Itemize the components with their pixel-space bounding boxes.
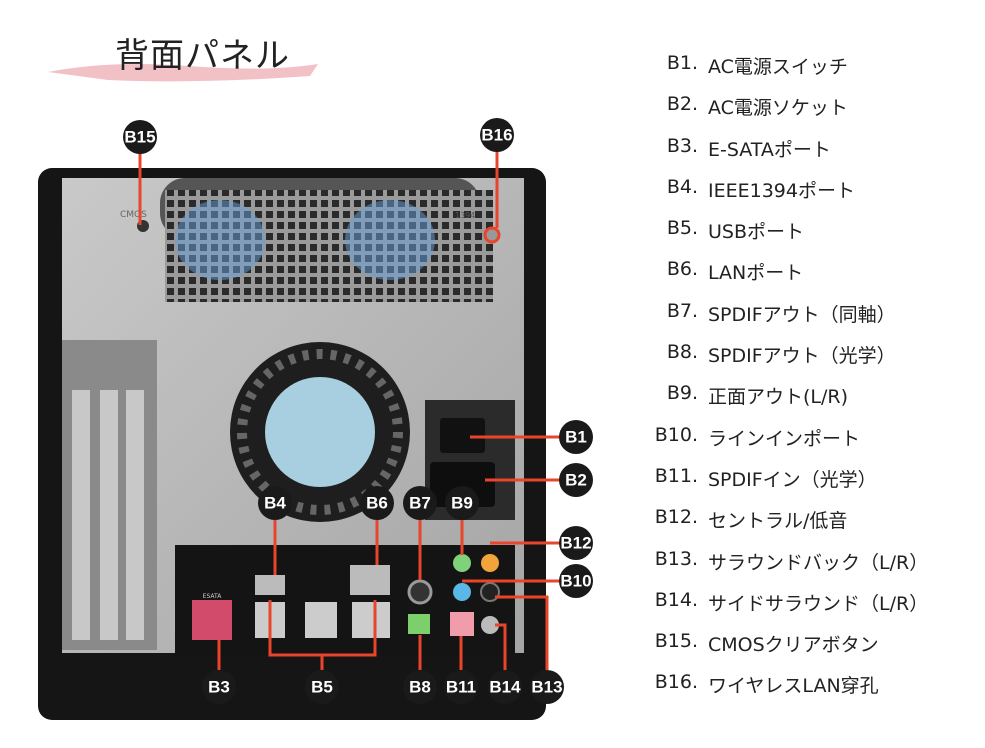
legend-item: B8. SPDIFアウト（光学） bbox=[640, 341, 980, 382]
legend-label: SPDIFアウト（光学） bbox=[708, 345, 896, 368]
svg-text:B5: B5 bbox=[311, 678, 333, 697]
legend-item: B11. SPDIFイン（光学） bbox=[640, 465, 980, 506]
svg-text:B11: B11 bbox=[446, 678, 476, 697]
legend-label: SPDIFイン（光学） bbox=[708, 468, 877, 491]
legend-id: B5. bbox=[666, 217, 698, 240]
callout-b3: B3 bbox=[202, 670, 236, 704]
legend-item: B15. CMOSクリアボタン bbox=[640, 630, 980, 671]
legend-id: B9. bbox=[666, 382, 698, 405]
title-brush-stroke bbox=[48, 64, 318, 82]
svg-text:B13: B13 bbox=[531, 678, 562, 697]
legend-label: LANポート bbox=[708, 262, 804, 285]
legend-label: サイドサラウンド（L/R） bbox=[708, 592, 929, 615]
callout-lines bbox=[138, 150, 560, 670]
callout-b13: B13 bbox=[530, 670, 564, 704]
legend-item: B16. ワイヤレスLAN穿孔 bbox=[640, 671, 980, 712]
legend-id: B15. bbox=[654, 630, 698, 653]
callout-b14: B14 bbox=[488, 670, 522, 704]
svg-text:B10: B10 bbox=[560, 572, 591, 591]
legend-id: B2. bbox=[666, 93, 698, 116]
legend-id: B4. bbox=[666, 175, 698, 198]
cmos-label: CMOS bbox=[120, 210, 147, 220]
svg-text:B6: B6 bbox=[366, 494, 388, 513]
legend-item: B4. IEEE1394ポート bbox=[640, 176, 980, 217]
legend-item: B14. サイドサラウンド（L/R） bbox=[640, 589, 980, 630]
legend-label: ワイヤレスLAN穿孔 bbox=[708, 675, 879, 698]
ieee-label: 1394 bbox=[455, 211, 475, 220]
legend-item: B9. 正面アウト(L/R) bbox=[640, 382, 980, 423]
callout-b1: B1 bbox=[559, 420, 593, 454]
callout-b16: B16 bbox=[480, 118, 514, 152]
callout-b9: B9 bbox=[445, 486, 479, 520]
legend-item: B12. セントラル/低音 bbox=[640, 506, 980, 547]
legend-label: サラウンドバック（L/R） bbox=[708, 551, 929, 574]
legend-label: 正面アウト(L/R) bbox=[708, 386, 849, 409]
callout-b11: B11 bbox=[444, 670, 478, 704]
legend-id: B8. bbox=[666, 341, 698, 364]
svg-text:B8: B8 bbox=[409, 678, 431, 697]
esata-label: ESATA bbox=[203, 593, 223, 600]
legend-item: B5. USBポート bbox=[640, 217, 980, 258]
callout-b2: B2 bbox=[559, 463, 593, 497]
legend-id: B1. bbox=[666, 52, 698, 74]
legend-label: CMOSクリアボタン bbox=[708, 634, 879, 657]
legend-label: USBポート bbox=[708, 221, 805, 244]
legend-label: セントラル/低音 bbox=[708, 510, 848, 533]
legend-item: B10. ラインインポート bbox=[640, 424, 980, 465]
legend-id: B16. bbox=[654, 671, 698, 694]
legend-id: B3. bbox=[666, 134, 698, 157]
svg-text:B12: B12 bbox=[560, 534, 591, 553]
page-title: 背面パネル bbox=[115, 36, 290, 76]
svg-text:B16: B16 bbox=[481, 126, 512, 145]
legend-item: B1. AC電源スイッチ bbox=[640, 52, 980, 93]
callout-b5: B5 bbox=[305, 670, 339, 704]
legend-label: ラインインポート bbox=[708, 427, 861, 450]
legend-label: AC電源ソケット bbox=[708, 97, 848, 120]
legend-item: B6. LANポート bbox=[640, 258, 980, 299]
svg-text:B14: B14 bbox=[489, 678, 521, 697]
legend-label: SPDIFアウト（同軸） bbox=[708, 303, 896, 326]
callout-b10: B10 bbox=[559, 564, 593, 598]
legend-id: B12. bbox=[654, 506, 698, 529]
legend-label: IEEE1394ポート bbox=[708, 179, 855, 202]
callout-b15: B15 bbox=[123, 120, 157, 154]
callout-b6: B6 bbox=[360, 486, 394, 520]
legend-id: B13. bbox=[654, 547, 698, 570]
callout-b7: B7 bbox=[403, 486, 437, 520]
legend-item: B13. サラウンドバック（L/R） bbox=[640, 548, 980, 589]
legend-id: B10. bbox=[654, 423, 698, 446]
pc-case: ESATA CMOS 1394 bbox=[38, 168, 546, 720]
callout-b12: B12 bbox=[559, 526, 593, 560]
svg-text:B1: B1 bbox=[565, 428, 587, 447]
legend-label: AC電源スイッチ bbox=[708, 56, 848, 78]
callout-b4: B4 bbox=[258, 486, 292, 520]
svg-text:B2: B2 bbox=[565, 471, 587, 490]
svg-text:B4: B4 bbox=[264, 494, 286, 513]
legend-label: E-SATAポート bbox=[708, 138, 831, 161]
legend-id: B14. bbox=[654, 588, 698, 611]
legend-id: B7. bbox=[666, 299, 698, 322]
legend-id: B11. bbox=[654, 464, 698, 487]
svg-text:B9: B9 bbox=[451, 494, 473, 513]
callouts: B15 B16 B1 B2 B4 B6 B7 B9 B12 B10 B3 B5 … bbox=[123, 118, 593, 704]
legend-item: B3. E-SATAポート bbox=[640, 135, 980, 176]
legend-item: B7. SPDIFアウト（同軸） bbox=[640, 300, 980, 341]
legend-list: B1. AC電源スイッチ B2. AC電源ソケット B3. E-SATAポート B4. IEE… bbox=[640, 52, 980, 713]
legend-id: B6. bbox=[666, 258, 698, 281]
svg-text:B3: B3 bbox=[208, 678, 230, 697]
svg-text:B7: B7 bbox=[409, 494, 431, 513]
svg-text:B15: B15 bbox=[124, 128, 155, 147]
callout-b8: B8 bbox=[403, 670, 437, 704]
legend-item: B2. AC電源ソケット bbox=[640, 93, 980, 134]
